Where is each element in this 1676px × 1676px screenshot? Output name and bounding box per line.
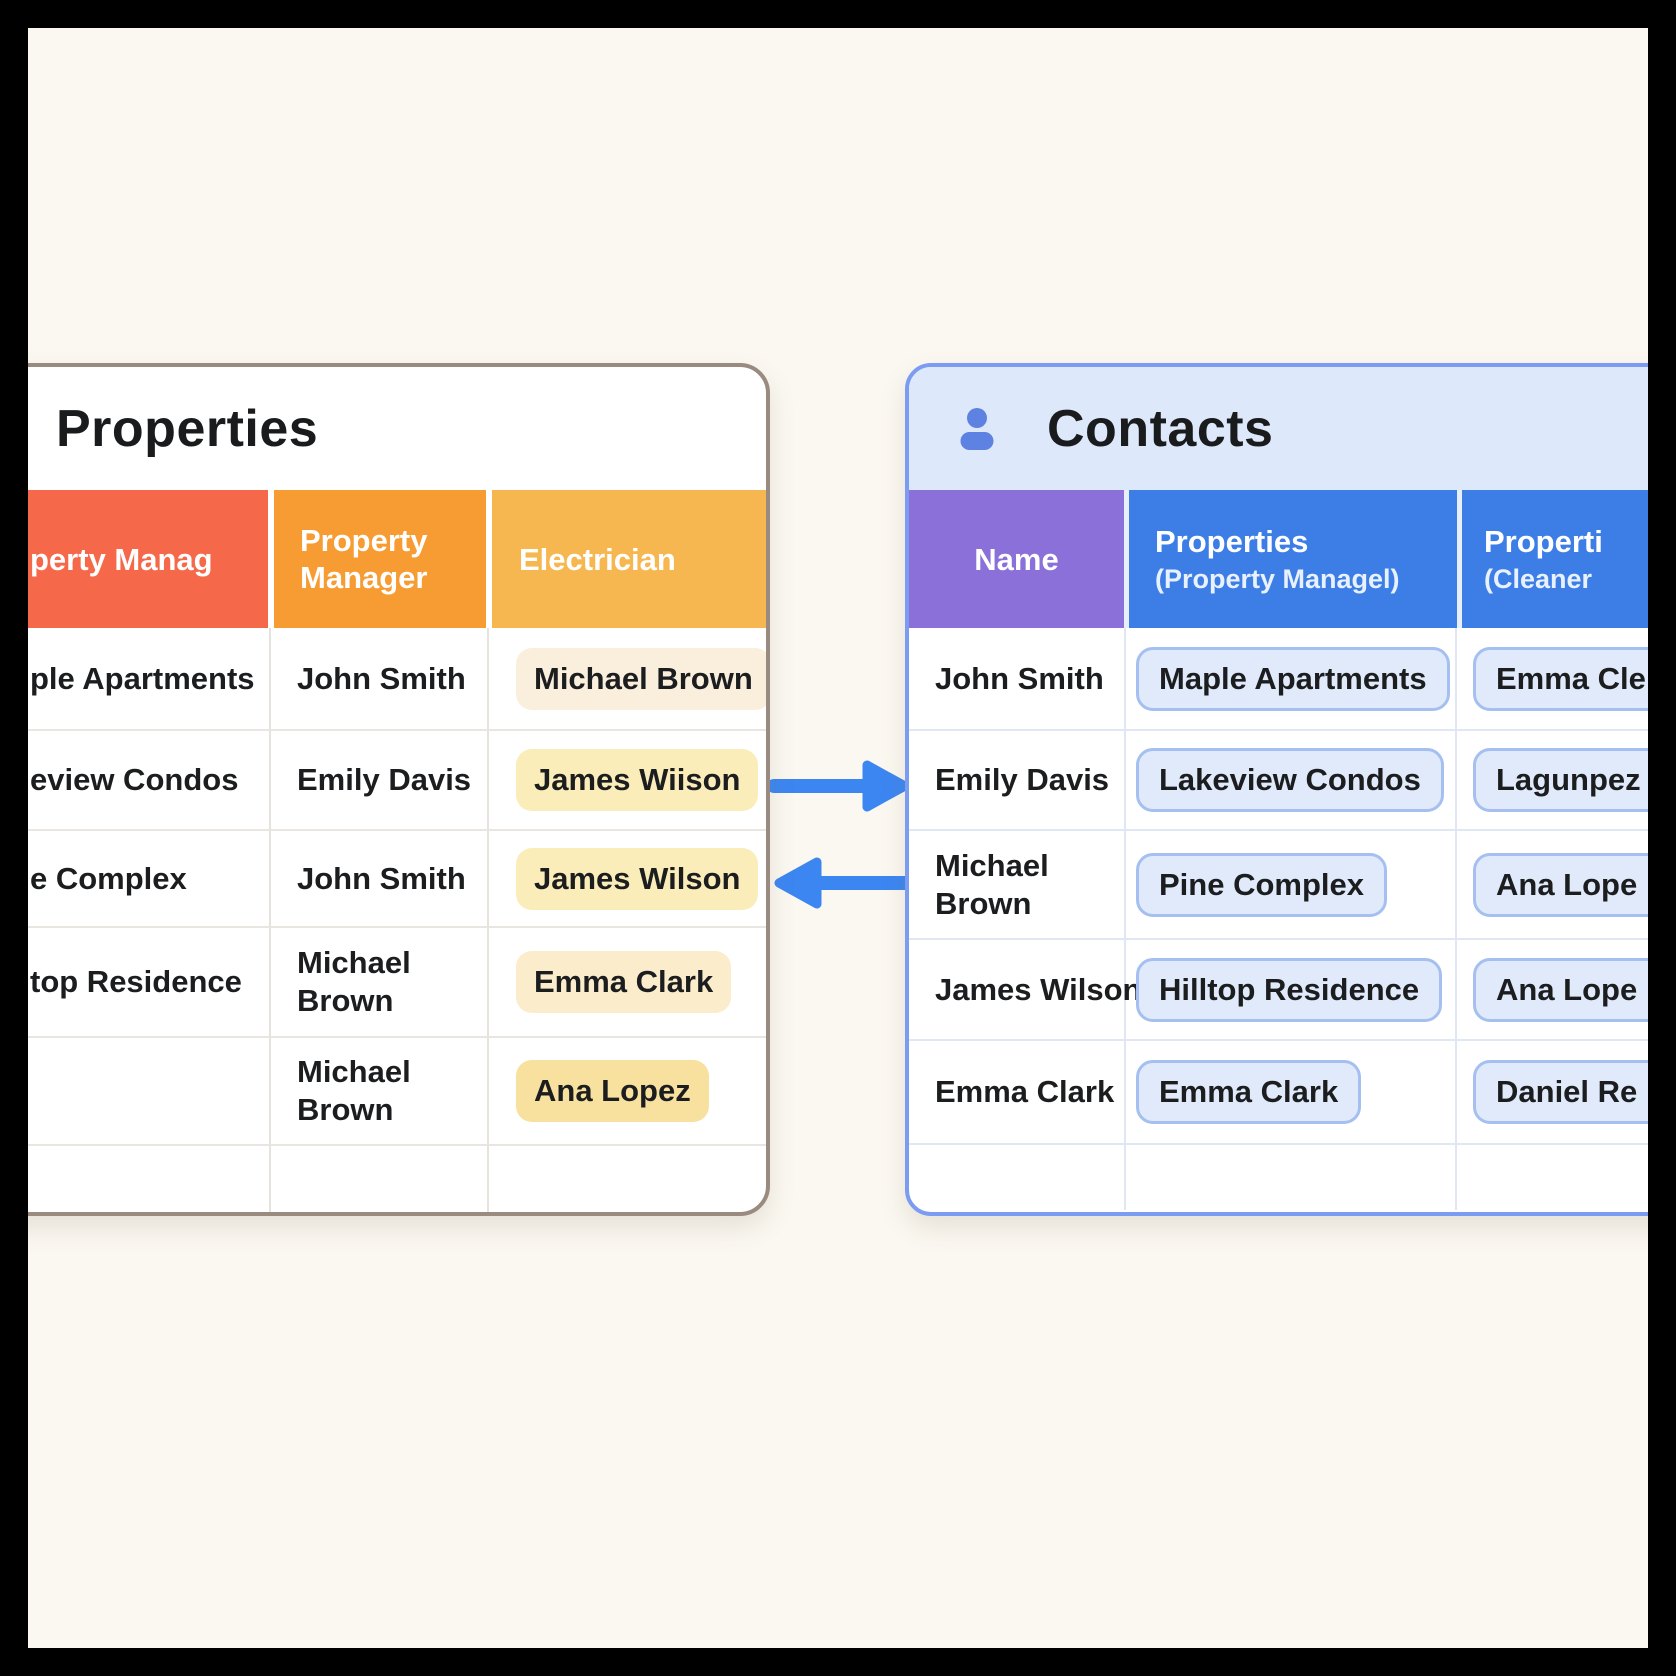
table-row-empty (909, 1145, 1648, 1210)
record-chip: Michael Brown (516, 647, 766, 710)
property-name-cell: e Complex (28, 831, 271, 928)
table-row: Michael Brown Pine Complex Ana Lope (909, 831, 1648, 940)
linked-property-cell: Emma Clark (1126, 1041, 1457, 1145)
properties-table-title: Properties (56, 399, 319, 458)
electrician-cell: Michael Brown (489, 628, 766, 731)
linked-record-chip: Emma Clark (1136, 1060, 1362, 1124)
linked-record-chip: Ana Lope (1473, 957, 1648, 1022)
table-row-empty (28, 1146, 766, 1212)
linked-record-chip: Daniel Re (1473, 1060, 1648, 1124)
manager-cell: Michael Brown (271, 928, 489, 1038)
cleaner-property-cell: Ana Lope (1457, 831, 1648, 940)
column-header-electrician: Electrician (492, 490, 766, 628)
linked-property-cell: Lakeview Condos (1126, 731, 1457, 831)
linked-record-chip: Lakeview Condos (1136, 748, 1444, 812)
cleaner-property-cell: Lagunpez (1457, 731, 1648, 831)
table-row: Emily Davis Lakeview Condos Lagunpez (909, 731, 1648, 831)
contact-name-cell: Emily Davis (909, 731, 1126, 831)
linked-record-chip: Pine Complex (1136, 852, 1387, 917)
contacts-table: Contacts Name Properties (Property Manag… (905, 363, 1648, 1216)
linked-record-chip: Ana Lope (1473, 852, 1648, 917)
contact-name-cell: James Wilson (909, 940, 1141, 1041)
record-chip: James Wilson (516, 847, 759, 910)
column-header-property-managed: perty Manag (28, 490, 268, 628)
contact-name-cell: Michael Brown (909, 831, 1126, 940)
electrician-cell: James Wiison (489, 731, 766, 831)
column-header-property-manager: Property Manager (274, 490, 486, 628)
linked-record-chip: Emma Cle (1473, 646, 1648, 711)
table-row: James Wilson Hilltop Residence Ana Lope (909, 940, 1648, 1041)
cleaner-property-cell: Daniel Re (1457, 1041, 1648, 1145)
cleaner-property-cell: Emma Cle (1457, 628, 1648, 731)
electrician-cell: Ana Lopez (489, 1038, 766, 1146)
table-row: Michael Brown Ana Lopez (28, 1038, 766, 1146)
table-row: eview Condos Emily Davis James Wiison (28, 731, 766, 831)
linked-property-cell: Pine Complex (1126, 831, 1457, 940)
table-row: top Residence Michael Brown Emma Clark (28, 928, 766, 1038)
contacts-table-titlebar: Contacts (909, 367, 1648, 490)
cleaner-property-cell: Ana Lope (1457, 940, 1648, 1041)
manager-cell: Emily Davis (271, 731, 489, 831)
manager-cell: John Smith (271, 628, 489, 731)
canvas: Properties perty Manag Property Manager … (28, 28, 1648, 1648)
contact-name-cell: Emma Clark (909, 1041, 1126, 1145)
column-header-properties-cleaner: Properti (Cleaner (1462, 490, 1648, 628)
table-row: Emma Clark Emma Clark Daniel Re (909, 1041, 1648, 1145)
record-chip: Ana Lopez (516, 1060, 709, 1122)
arrow-right-icon (767, 760, 910, 812)
linked-record-chip: Hilltop Residence (1136, 957, 1443, 1022)
linked-property-cell: Maple Apartments (1126, 628, 1457, 731)
table-row: ple Apartments John Smith Michael Brown (28, 628, 766, 731)
property-name-cell: ple Apartments (28, 628, 271, 731)
linked-property-cell: Hilltop Residence (1126, 940, 1457, 1041)
column-header-name: Name (909, 490, 1124, 628)
linked-record-chip: Lagunpez (1473, 748, 1648, 812)
linked-record-chip: Maple Apartments (1136, 646, 1450, 711)
properties-table-header: perty Manag Property Manager Electrician (28, 490, 766, 628)
record-chip: James Wiison (516, 749, 759, 811)
contact-name-cell: John Smith (909, 628, 1126, 731)
electrician-cell: James Wilson (489, 831, 766, 928)
property-name-cell: top Residence (28, 928, 271, 1038)
property-name-cell: eview Condos (28, 731, 271, 831)
property-name-cell (28, 1038, 271, 1146)
table-row: e Complex John Smith James Wilson (28, 831, 766, 928)
properties-table: Properties perty Manag Property Manager … (28, 363, 770, 1216)
manager-cell: John Smith (271, 831, 489, 928)
electrician-cell: Emma Clark (489, 928, 766, 1038)
arrow-left-icon (774, 857, 919, 909)
manager-cell: Michael Brown (271, 1038, 489, 1146)
person-icon (959, 407, 995, 451)
column-header-properties-managed: Properties (Property Managel) (1129, 490, 1457, 628)
record-chip: Emma Clark (516, 951, 732, 1013)
table-row: John Smith Maple Apartments Emma Cle (909, 628, 1648, 731)
contacts-table-title: Contacts (1047, 399, 1274, 458)
contacts-table-header: Name Properties (Property Managel) Prope… (909, 490, 1648, 628)
